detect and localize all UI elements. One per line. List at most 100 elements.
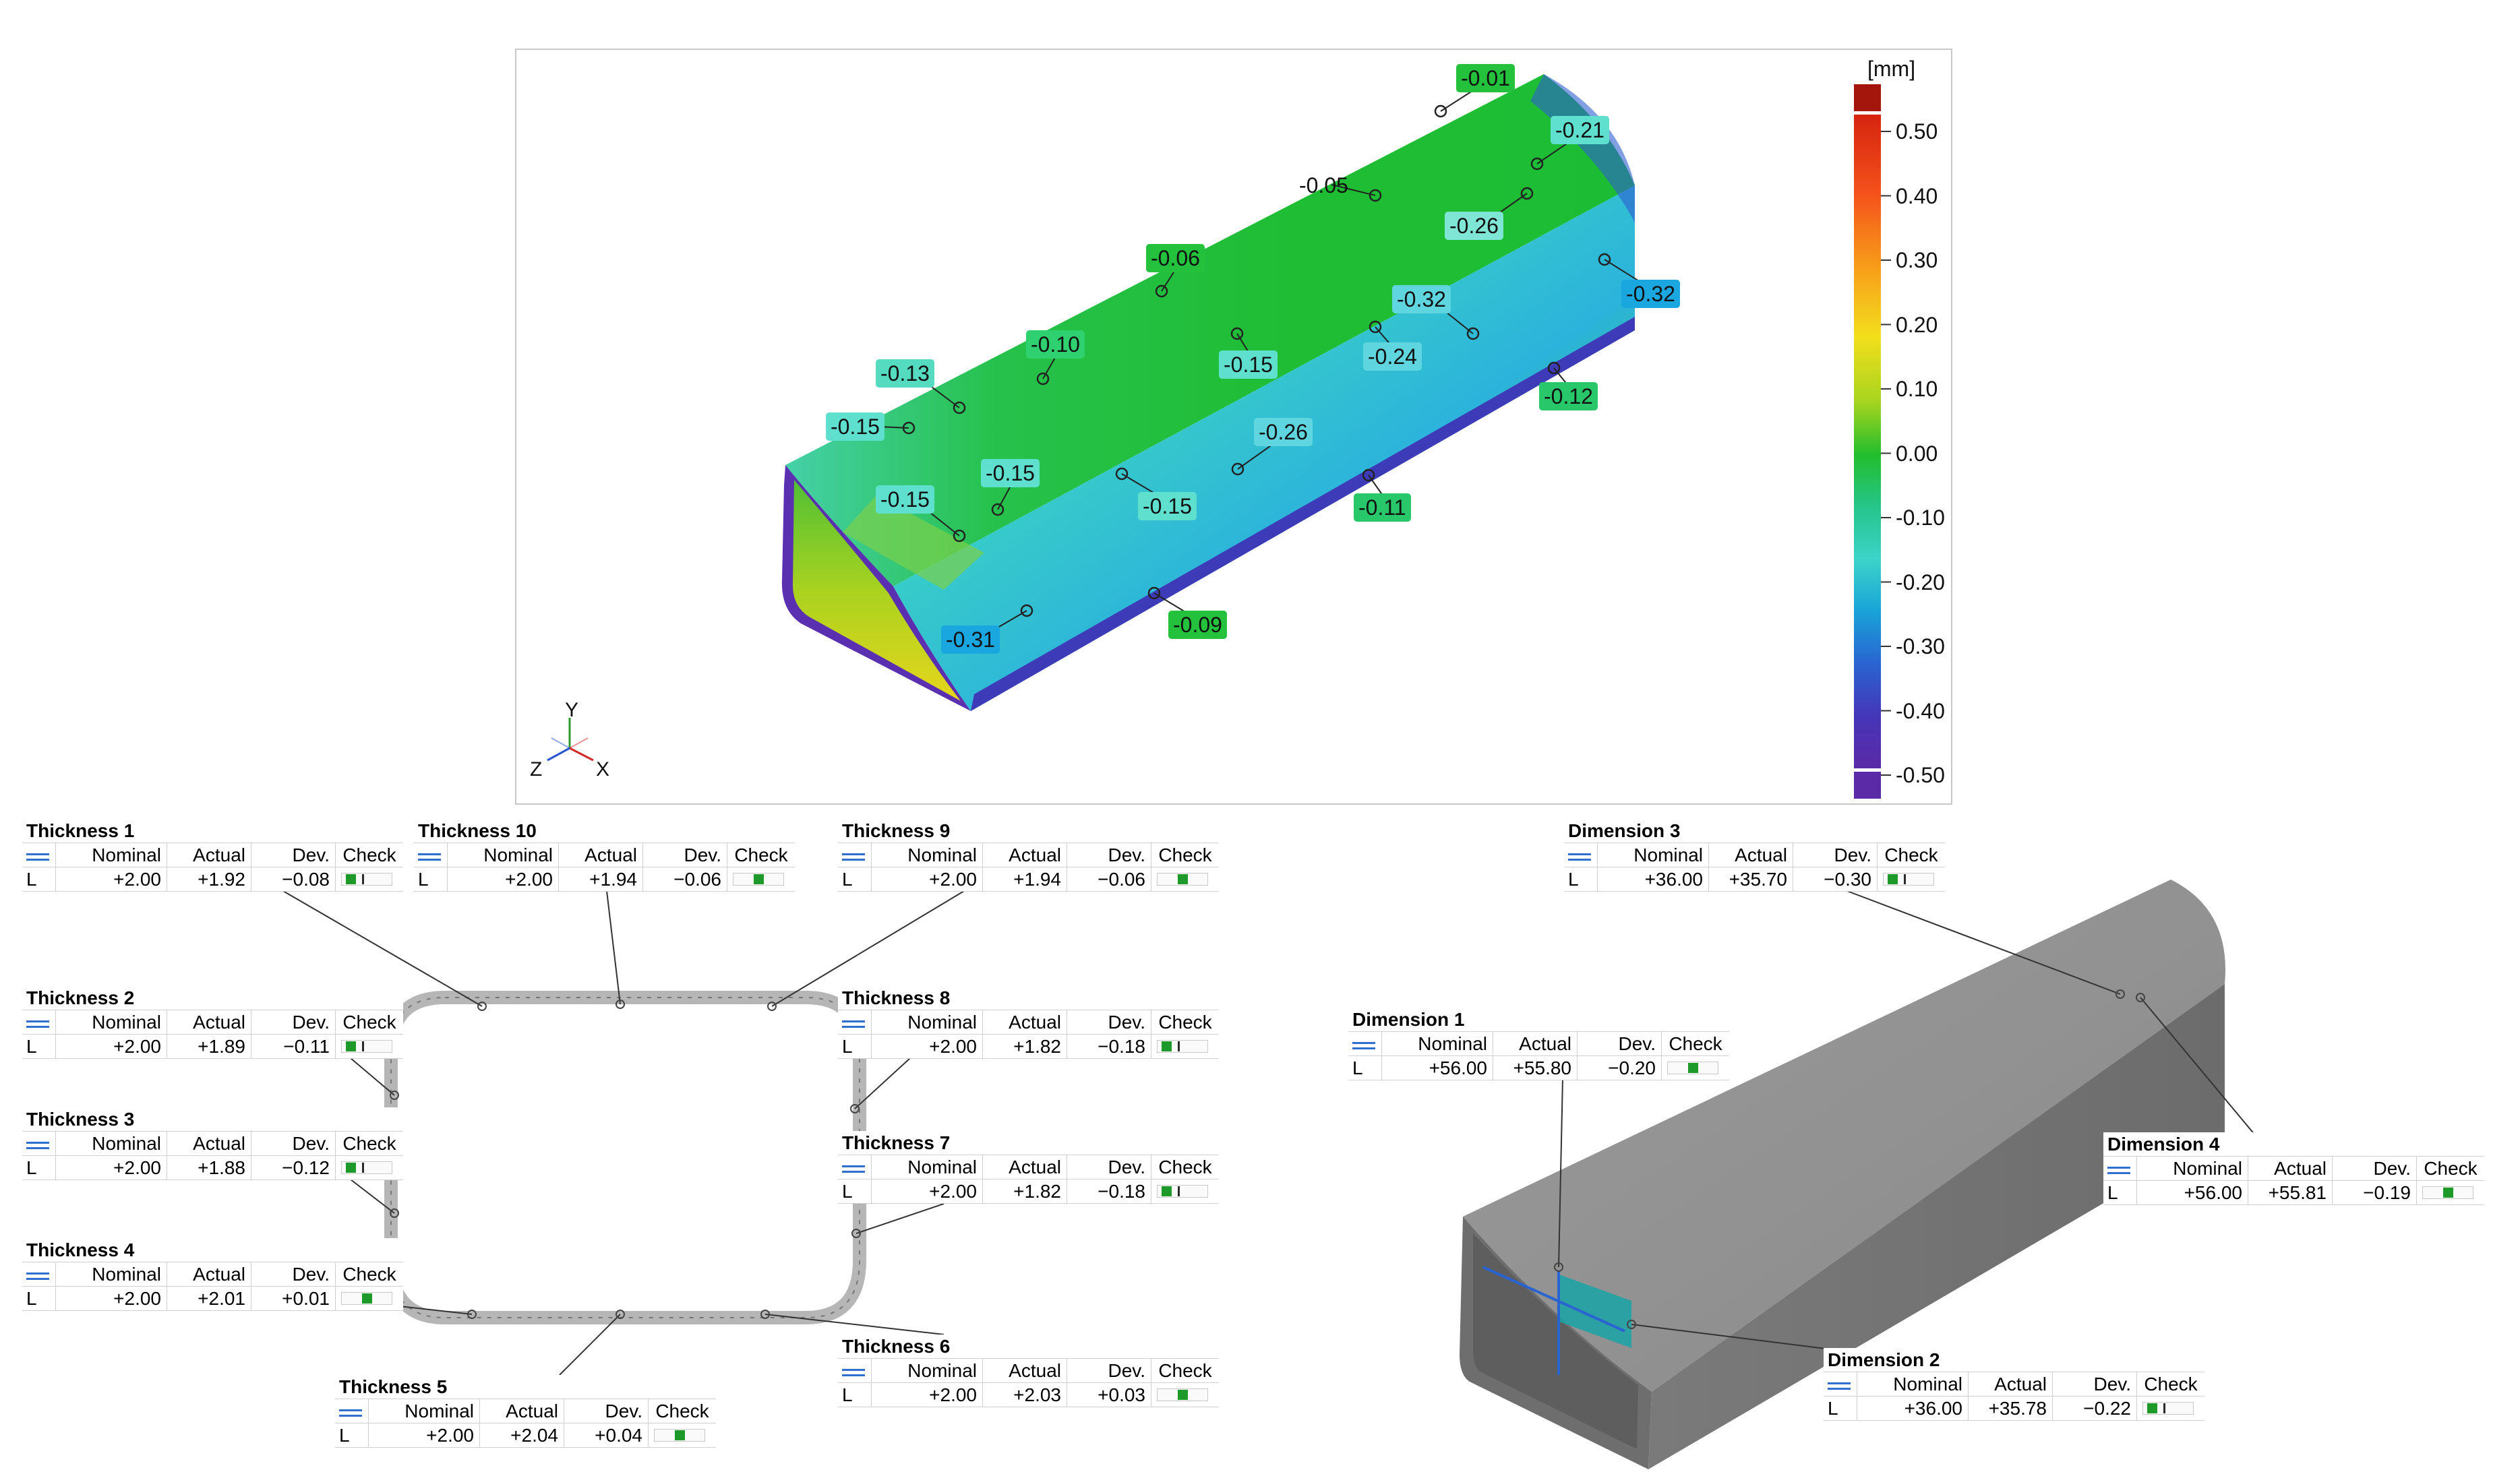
row-check xyxy=(2137,1397,2204,1420)
row-check xyxy=(1151,1035,1219,1058)
deviation-label[interactable]: -0.15 xyxy=(1138,492,1197,520)
header-nominal: Nominal xyxy=(1857,1372,1969,1396)
table-title: Thickness 10 xyxy=(414,819,795,843)
table-row[interactable]: L+36.00+35.78−0.22 xyxy=(1824,1397,2204,1421)
colorbar-overflow-low xyxy=(1854,772,1881,799)
deviation-map-view[interactable] xyxy=(0,0,2520,809)
deviation-label[interactable]: -0.06 xyxy=(1146,244,1205,272)
check-bar xyxy=(1157,1185,1208,1198)
row-dev: −0.30 xyxy=(1793,867,1878,891)
table-row[interactable]: L+56.00+55.81−0.19 xyxy=(2103,1181,2484,1205)
header-dev: Dev. xyxy=(1793,843,1878,867)
table-row[interactable]: L+2.00+1.92−0.08 xyxy=(22,867,403,892)
colorbar-tick-label: 0.20 xyxy=(1896,312,1938,337)
row-check xyxy=(727,867,795,891)
deviation-label[interactable]: -0.09 xyxy=(1168,611,1227,639)
row-check xyxy=(649,1423,716,1447)
check-bar xyxy=(341,1292,392,1305)
deviation-label[interactable]: -0.21 xyxy=(1551,116,1609,144)
row-actual: +35.70 xyxy=(1709,867,1793,891)
header-dev: Dev. xyxy=(1067,1010,1151,1034)
table-row[interactable]: L+2.00+2.01+0.01 xyxy=(22,1287,403,1311)
table-anchor xyxy=(1627,1320,1636,1329)
deviation-label[interactable]: -0.11 xyxy=(1354,493,1411,522)
table-row[interactable]: L+2.00+2.03+0.03 xyxy=(838,1383,1219,1407)
length-arrows-icon xyxy=(418,850,441,863)
deviation-label[interactable]: -0.31 xyxy=(941,625,1000,654)
check-ok-marker xyxy=(362,1293,372,1304)
deviation-label[interactable]: -0.32 xyxy=(1392,285,1451,313)
header-check: Check xyxy=(342,1264,396,1285)
row-check xyxy=(2417,1181,2484,1204)
colorbar-tick-label: -0.50 xyxy=(1896,763,1945,787)
table-row[interactable]: L+2.00+1.82−0.18 xyxy=(838,1179,1219,1204)
table-row[interactable]: L+2.00+1.82−0.18 xyxy=(838,1035,1219,1059)
deviation-label[interactable]: -0.05 xyxy=(1299,173,1348,197)
deviation-label[interactable]: -0.26 xyxy=(1254,418,1313,446)
tube-deviation-model[interactable] xyxy=(781,74,1635,711)
deviation-label[interactable]: -0.10 xyxy=(1026,330,1085,359)
header-actual: Actual xyxy=(559,843,643,867)
deviation-label[interactable]: -0.15 xyxy=(981,459,1040,487)
table-leader xyxy=(856,1203,944,1234)
deviation-label[interactable]: -0.12 xyxy=(1539,382,1598,410)
row-nominal: +2.00 xyxy=(448,867,559,891)
deviation-label[interactable]: -0.13 xyxy=(876,359,934,388)
row-dev: −0.20 xyxy=(1578,1056,1662,1080)
table-row[interactable]: L+2.00+1.94−0.06 xyxy=(838,867,1219,892)
table-row[interactable]: L+56.00+55.80−0.20 xyxy=(1348,1056,1729,1080)
colorbar-tick-label: 0.50 xyxy=(1896,119,1938,144)
cross-section-view[interactable] xyxy=(384,991,866,1324)
deviation-label[interactable]: -0.15 xyxy=(876,485,934,514)
table-row[interactable]: L+2.00+1.89−0.11 xyxy=(22,1035,403,1059)
row-check xyxy=(336,1035,403,1058)
header-dev: Dev. xyxy=(1578,1032,1662,1055)
row-nominal: +2.00 xyxy=(369,1423,480,1447)
table-row[interactable]: L+2.00+2.04+0.04 xyxy=(335,1423,716,1448)
deviation-label[interactable]: -0.15 xyxy=(1219,350,1278,379)
deviation-label[interactable]: -0.26 xyxy=(1445,212,1503,240)
row-nominal: +2.00 xyxy=(56,1287,167,1310)
deviation-leader xyxy=(1331,184,1376,196)
row-dev: −0.19 xyxy=(2333,1181,2417,1204)
colorbar-scale xyxy=(1854,115,1881,768)
deviation-label[interactable]: -0.01 xyxy=(1456,64,1515,92)
check-indicator xyxy=(1151,1383,1213,1407)
length-arrows-icon xyxy=(26,1017,49,1031)
header-nominal: Nominal xyxy=(56,1262,167,1286)
header-nominal: Nominal xyxy=(369,1399,480,1423)
table-anchor xyxy=(477,1002,487,1011)
table-row[interactable]: L+2.00+1.94−0.06 xyxy=(414,867,795,892)
check-ok-marker xyxy=(2147,1403,2157,1413)
length-arrows-icon xyxy=(1564,843,1598,867)
table-leader xyxy=(559,1314,621,1376)
row-type: L xyxy=(1824,1397,1857,1420)
header-check: Check xyxy=(655,1401,709,1421)
axis-triad[interactable] xyxy=(547,718,594,762)
check-ok-marker xyxy=(675,1430,685,1440)
table-row[interactable]: L+2.00+1.88−0.12 xyxy=(22,1156,403,1180)
deviation-label[interactable]: -0.24 xyxy=(1363,342,1422,371)
deviation-label[interactable]: -0.32 xyxy=(1621,280,1680,308)
table-row[interactable]: L+36.00+35.70−0.30 xyxy=(1564,867,1945,892)
table-anchor xyxy=(2136,993,2145,1002)
deviation-label[interactable]: -0.15 xyxy=(826,412,884,441)
row-dev: −0.08 xyxy=(251,867,336,891)
header-check: Check xyxy=(1158,1012,1212,1033)
